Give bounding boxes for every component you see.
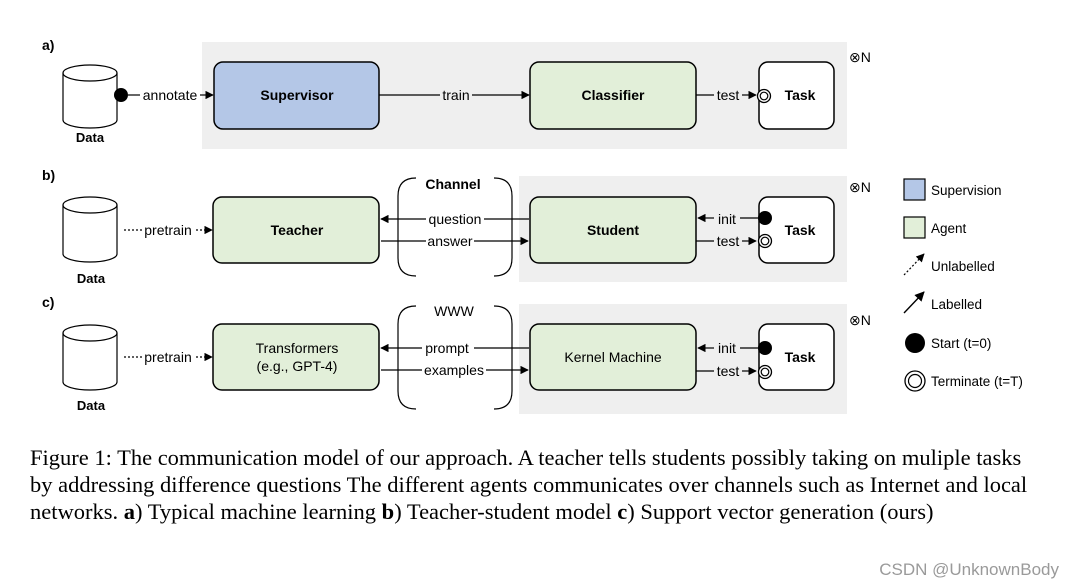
panel-a: a) ⊗N Data annotate Supervisor train Cla… bbox=[42, 37, 871, 149]
communication-model-figure: a) ⊗N Data annotate Supervisor train Cla… bbox=[42, 37, 1023, 414]
panel-a-repeat: ⊗N bbox=[849, 49, 871, 65]
terminate-marker-icon bbox=[756, 88, 772, 104]
legend-terminate-label: Terminate (t=T) bbox=[931, 374, 1023, 389]
kernel-machine-label: Kernel Machine bbox=[564, 349, 661, 365]
data-label: Data bbox=[77, 271, 106, 286]
student-box bbox=[529, 196, 697, 264]
init-label: init bbox=[718, 211, 736, 227]
teacher-label: Teacher bbox=[271, 222, 324, 238]
task-label: Task bbox=[785, 87, 816, 103]
test-label: test bbox=[717, 363, 740, 379]
task-box bbox=[758, 323, 835, 391]
question-label: question bbox=[429, 211, 482, 227]
data-label: Data bbox=[76, 130, 105, 145]
student-label: Student bbox=[587, 222, 639, 238]
task-label: Task bbox=[785, 222, 816, 238]
caption-b-text: ) Teacher-student model bbox=[394, 499, 612, 524]
transformers-example: (e.g., GPT-4) bbox=[257, 358, 338, 374]
legend-unlabelled-label: Unlabelled bbox=[931, 259, 995, 274]
supervision-swatch bbox=[903, 178, 926, 201]
answer-label: answer bbox=[427, 233, 472, 249]
panel-b-repeat: ⊗N bbox=[849, 179, 871, 195]
prompt-label: prompt bbox=[425, 340, 469, 356]
start-marker-icon bbox=[758, 211, 772, 225]
channel-left-brace bbox=[397, 305, 417, 410]
test-label: test bbox=[717, 87, 740, 103]
data-label: Data bbox=[77, 398, 106, 413]
figure-caption: Figure 1: The communication model of our… bbox=[30, 444, 1040, 525]
teacher-box bbox=[212, 196, 380, 264]
terminate-marker-icon bbox=[904, 370, 926, 392]
caption-c-marker: c bbox=[617, 499, 628, 524]
data-cylinder-icon bbox=[62, 324, 118, 391]
panel-a-label: a) bbox=[42, 37, 54, 53]
caption-a-marker: a bbox=[123, 499, 135, 524]
pretrain-label: pretrain bbox=[144, 349, 191, 365]
labelled-arrow-icon bbox=[903, 291, 925, 314]
panel-c-repeat: ⊗N bbox=[849, 312, 871, 328]
unlabelled-arrow-icon bbox=[903, 253, 925, 276]
train-label: train bbox=[442, 87, 469, 103]
terminate-marker-icon bbox=[757, 233, 773, 249]
caption-c-text: ) Support vector generation (ours) bbox=[627, 499, 934, 524]
channel-label: WWW bbox=[434, 303, 474, 319]
channel-right-brace bbox=[493, 177, 513, 277]
legend-start-label: Start (t=0) bbox=[931, 336, 991, 351]
data-cylinder-icon bbox=[62, 196, 118, 263]
agent-swatch bbox=[903, 216, 926, 239]
watermark: CSDN @UnknownBody bbox=[879, 560, 1059, 579]
channel-right-brace bbox=[493, 305, 513, 410]
caption-b-marker: b bbox=[381, 499, 395, 524]
legend-agent-label: Agent bbox=[931, 221, 967, 236]
init-label: init bbox=[718, 340, 736, 356]
legend: Supervision Agent Unlabelled Labelled St… bbox=[903, 178, 1023, 392]
panel-c: c) ⊗N Data pretrain Transformers (e.g., … bbox=[42, 294, 871, 414]
pretrain-label: pretrain bbox=[144, 222, 191, 238]
data-cylinder-icon bbox=[62, 64, 118, 129]
terminate-marker-icon bbox=[757, 364, 773, 380]
channel-left-brace bbox=[397, 177, 417, 277]
caption-main-text: Figure 1: The communication model of our… bbox=[30, 445, 1028, 524]
start-marker-icon bbox=[114, 88, 128, 102]
annotate-label: annotate bbox=[143, 87, 198, 103]
panel-b: b) ⊗N Data pretrain Teacher Channel ques… bbox=[42, 167, 871, 286]
supervisor-label: Supervisor bbox=[260, 87, 334, 103]
channel-label: Channel bbox=[425, 176, 480, 192]
transformers-label: Transformers bbox=[256, 340, 339, 356]
start-marker-icon bbox=[905, 333, 925, 353]
task-label: Task bbox=[785, 349, 816, 365]
classifier-label: Classifier bbox=[581, 87, 645, 103]
legend-supervision-label: Supervision bbox=[931, 183, 1002, 198]
transformers-box bbox=[212, 323, 380, 391]
test-label: test bbox=[717, 233, 740, 249]
panel-b-label: b) bbox=[42, 167, 55, 183]
start-marker-icon bbox=[758, 341, 772, 355]
task-box bbox=[758, 196, 835, 264]
caption-a-text: ) Typical machine learning bbox=[135, 499, 377, 524]
legend-labelled-label: Labelled bbox=[931, 297, 982, 312]
examples-label: examples bbox=[424, 362, 484, 378]
panel-c-label: c) bbox=[42, 294, 54, 310]
kernel-machine-box bbox=[529, 323, 697, 391]
